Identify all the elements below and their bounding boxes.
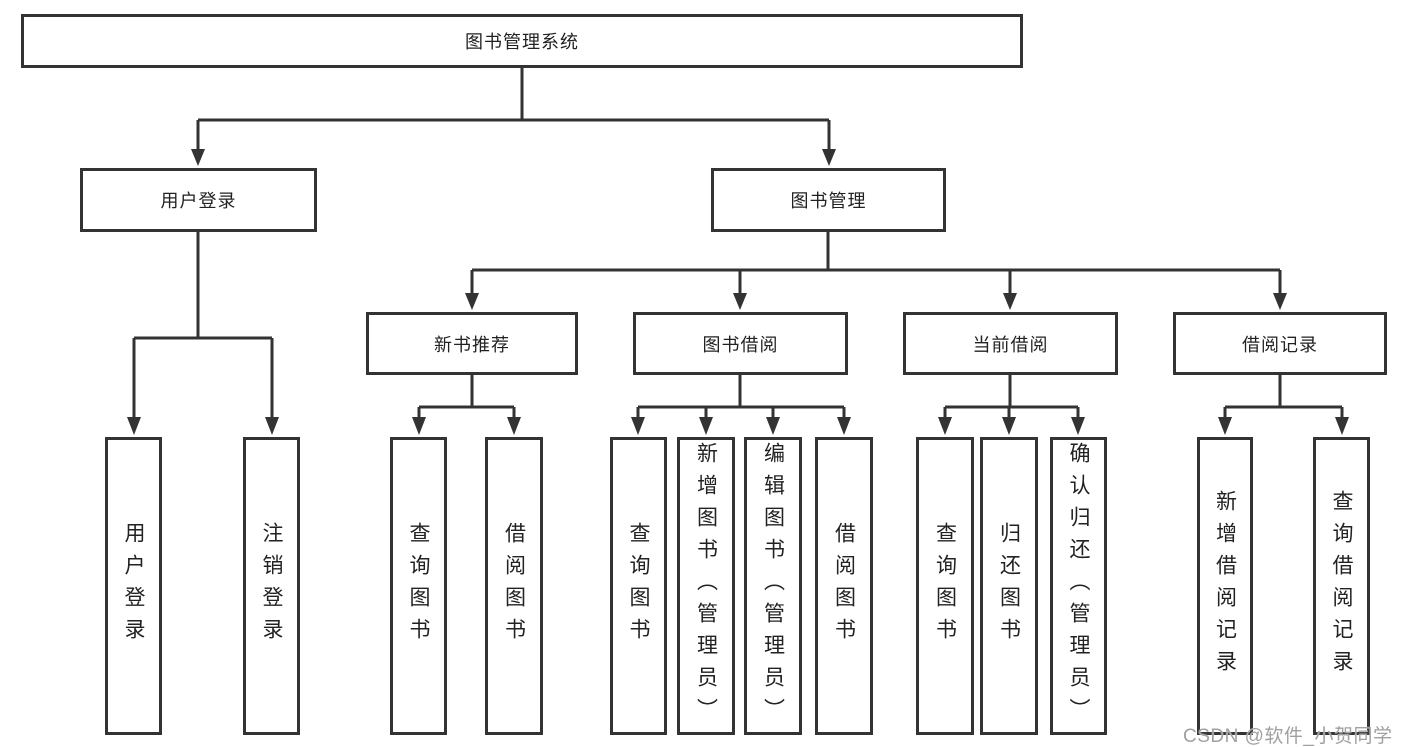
leaf-bb-borrow-books-label: 借阅图书 bbox=[832, 522, 856, 650]
leaf-user-login: 用户登录 bbox=[105, 437, 162, 735]
leaf-bb-edit-books-admin-label: 编辑图书（管理员） bbox=[761, 442, 785, 730]
leaf-logout: 注销登录 bbox=[243, 437, 300, 735]
leaf-cb-return-books-label: 归还图书 bbox=[997, 522, 1021, 650]
leaf-cb-return-books: 归还图书 bbox=[980, 437, 1038, 735]
leaf-br-add-record-label: 新增借阅记录 bbox=[1213, 490, 1237, 682]
leaf-nbr-borrow-books-label: 借阅图书 bbox=[502, 522, 526, 650]
leaf-bb-add-books-admin-label: 新增图书（管理员） bbox=[694, 442, 718, 730]
watermark: CSDN @软件_小贺同学 bbox=[1183, 726, 1393, 747]
node-current-borrow: 当前借阅 bbox=[903, 312, 1118, 375]
arrowhead-icons bbox=[127, 149, 1349, 435]
leaf-nbr-query-books-label: 查询图书 bbox=[407, 522, 430, 650]
node-book-borrow: 图书借阅 bbox=[633, 312, 848, 375]
leaf-cb-query-books: 查询图书 bbox=[916, 437, 974, 735]
leaf-br-query-record: 查询借阅记录 bbox=[1313, 437, 1370, 735]
leaf-cb-confirm-return-admin-label: 确认归还（管理员） bbox=[1067, 442, 1090, 730]
leaf-logout-label: 注销登录 bbox=[260, 522, 283, 650]
leaf-bb-add-books-admin: 新增图书（管理员） bbox=[677, 437, 735, 735]
leaf-br-query-record-label: 查询借阅记录 bbox=[1330, 490, 1353, 682]
leaf-cb-query-books-label: 查询图书 bbox=[933, 522, 957, 650]
node-library-system: 图书管理系统 bbox=[21, 14, 1023, 68]
leaf-br-add-record: 新增借阅记录 bbox=[1197, 437, 1253, 735]
node-new-book-recommend: 新书推荐 bbox=[366, 312, 578, 375]
leaf-user-login-label: 用户登录 bbox=[122, 522, 145, 650]
leaf-nbr-query-books: 查询图书 bbox=[390, 437, 447, 735]
node-user-login: 用户登录 bbox=[80, 168, 317, 232]
leaf-nbr-borrow-books: 借阅图书 bbox=[485, 437, 543, 735]
leaf-bb-query-books-label: 查询图书 bbox=[627, 522, 650, 650]
node-book-management: 图书管理 bbox=[711, 168, 946, 232]
leaf-bb-borrow-books: 借阅图书 bbox=[815, 437, 873, 735]
leaf-bb-edit-books-admin: 编辑图书（管理员） bbox=[744, 437, 802, 735]
node-borrow-records: 借阅记录 bbox=[1173, 312, 1387, 375]
leaf-bb-query-books: 查询图书 bbox=[610, 437, 667, 735]
leaf-cb-confirm-return-admin: 确认归还（管理员） bbox=[1050, 437, 1107, 735]
